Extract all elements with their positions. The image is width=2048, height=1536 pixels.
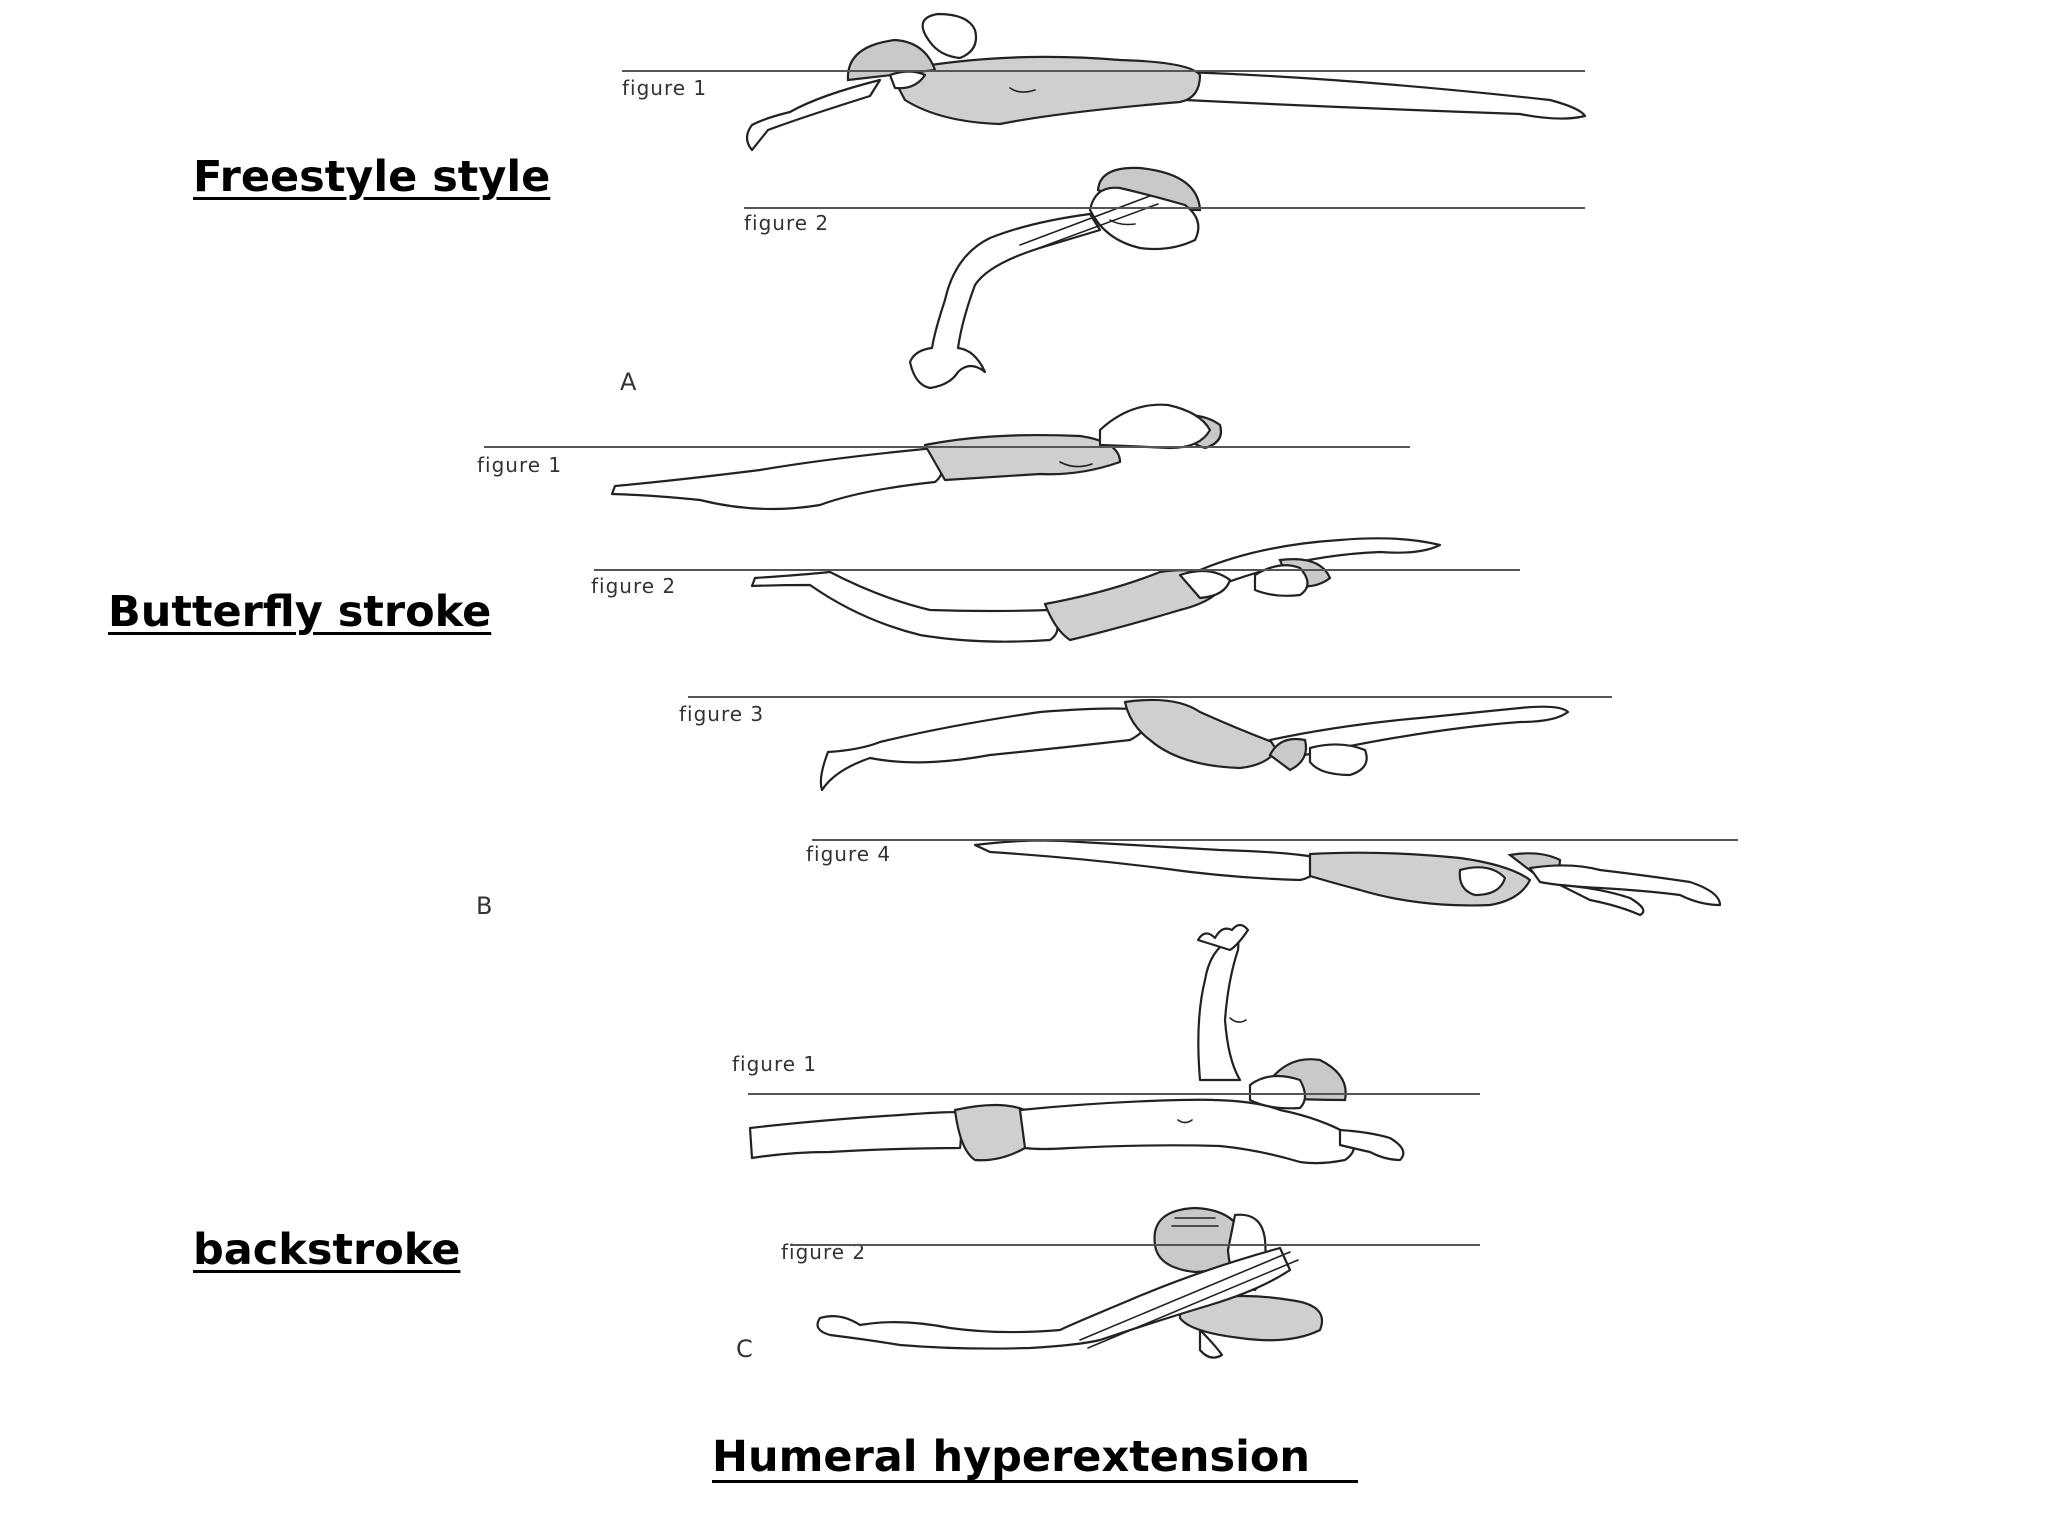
- butterfly-figure-4-swimmer: [812, 839, 1738, 917]
- freestyle-figure-2-swimmer: [744, 166, 1585, 390]
- panel-b-letter: B: [476, 892, 493, 920]
- panel-b-figure-1-label: figure 1: [477, 453, 563, 477]
- caption-title: Humeral hyperextension: [712, 1432, 1311, 1482]
- backstroke-figure-1-swimmer: [748, 923, 1480, 1165]
- backstroke-figure-2-swimmer: [790, 1206, 1480, 1359]
- freestyle-title: Freestyle style: [193, 152, 551, 202]
- butterfly-figure-3-swimmer: [688, 696, 1612, 792]
- freestyle-figure-1-swimmer: [622, 12, 1587, 152]
- butterfly-figure-1-swimmer: [484, 403, 1410, 511]
- panel-b-figure-4-label: figure 4: [806, 842, 892, 866]
- panel-b-figure-3-label: figure 3: [679, 702, 765, 726]
- backstroke-title: backstroke: [193, 1225, 461, 1275]
- panel-c-letter: C: [736, 1335, 753, 1363]
- butterfly-figure-2-swimmer: [594, 537, 1520, 643]
- butterfly-title: Butterfly stroke: [108, 587, 492, 637]
- caption-underline: [712, 1480, 1358, 1483]
- panel-c-figure-1-label: figure 1: [732, 1052, 818, 1076]
- panel-a-figure-2-label: figure 2: [744, 211, 830, 235]
- panel-b-figure-2-label: figure 2: [591, 574, 677, 598]
- panel-a-letter: A: [620, 368, 637, 396]
- panel-a-figure-1-label: figure 1: [622, 76, 708, 100]
